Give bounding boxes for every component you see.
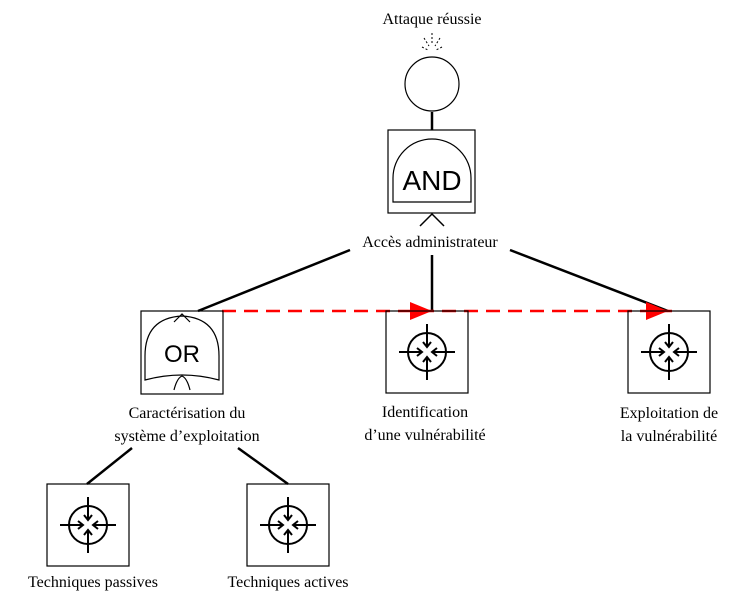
and-gate-box (387, 129, 476, 214)
connector-lines (86, 112, 669, 486)
leaf-active-label: Techniques actives (227, 574, 348, 591)
leaf-exploitation-icon (627, 310, 711, 394)
leaf-exploitation-label-line2: la vulnérabilité (621, 428, 717, 445)
or-gate-input-notch (173, 313, 191, 323)
leaf-exploitation-label-line1: Exploitation de (620, 405, 718, 422)
connector-and-to-or (197, 248, 351, 313)
root-burst-icon (421, 33, 443, 51)
and-gate-label: AND (402, 165, 461, 196)
leaf-active: Techniques actives (227, 483, 349, 591)
and-gate-output-notch (419, 212, 445, 227)
and-gate-symbol (392, 138, 472, 203)
leaf-identification-icon (385, 310, 469, 394)
leaf-passive-icon (46, 483, 130, 567)
root-event-label: Attaque réussie (382, 11, 481, 28)
leaf-active-icon (246, 483, 330, 567)
or-gate-output-label-line2: système d’exploitation (114, 428, 259, 445)
or-gate: OR Caractérisation du système d’exploita… (114, 310, 260, 445)
or-gate-symbol (144, 315, 220, 381)
leaf-passive: Techniques passives (28, 483, 158, 591)
connector-or-to-active (237, 446, 289, 486)
connector-and-to-exploitation (509, 248, 669, 313)
leaf-identification-label-line1: Identification (382, 404, 468, 421)
root-event-circle (404, 56, 460, 112)
leaf-passive-label: Techniques passives (28, 574, 158, 591)
connector-or-to-passive (86, 447, 133, 485)
leaf-identification: Identification d’une vulnérabilité (364, 310, 486, 444)
and-gate: AND Accès administrateur (362, 129, 498, 251)
or-gate-output-label-line1: Caractérisation du (129, 405, 246, 422)
and-gate-output-label: Accès administrateur (362, 234, 498, 251)
root-event: Attaque réussie (382, 11, 482, 112)
leaf-exploitation: Exploitation de la vulnérabilité (620, 310, 718, 445)
leaf-identification-label-line2: d’une vulnérabilité (364, 427, 485, 444)
or-gate-output-notch (173, 375, 191, 391)
or-gate-box (140, 310, 224, 395)
or-gate-label: OR (164, 341, 200, 368)
